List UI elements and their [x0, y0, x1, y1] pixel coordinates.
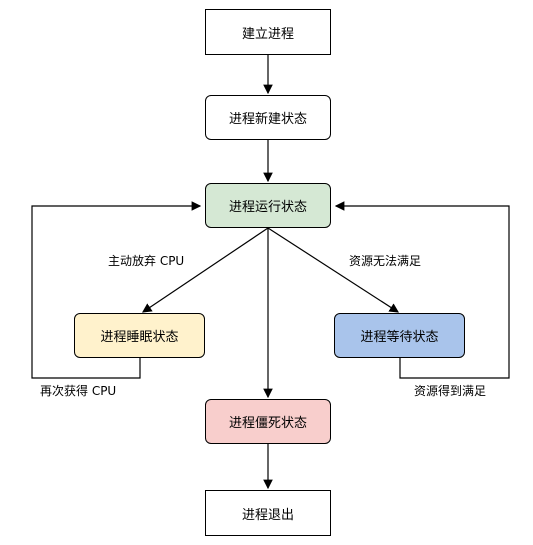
node-running-state-label: 进程运行状态	[228, 200, 307, 215]
node-waiting-state-label: 进程等待状态	[360, 330, 439, 345]
node-new-state-label: 进程新建状态	[228, 112, 307, 127]
edge-label-resource-available: 资源得到满足	[414, 384, 487, 398]
node-waiting-state: 进程等待状态	[334, 313, 465, 358]
node-sleeping-state: 进程睡眠状态	[74, 313, 205, 358]
edge-sleeping-to-running	[31, 201, 202, 379]
node-sleeping-state-label: 进程睡眠状态	[100, 330, 179, 345]
node-running-state: 进程运行状态	[205, 183, 331, 228]
node-zombie-state: 进程僵死状态	[205, 399, 331, 444]
edge-waiting-to-running	[334, 201, 510, 379]
edge-label-regain-cpu: 再次获得 CPU	[40, 384, 117, 398]
node-create-process: 建立进程	[205, 9, 331, 55]
edge-label-yield-cpu: 主动放弃 CPU	[108, 254, 185, 268]
node-create-process-label: 建立进程	[241, 26, 294, 42]
edge-label-resource-unavailable: 资源无法满足	[349, 254, 422, 268]
edge-running-to-sleeping	[142, 227, 269, 313]
node-exit-process-label: 进程退出	[241, 507, 294, 523]
node-new-state: 进程新建状态	[205, 95, 331, 140]
node-zombie-state-label: 进程僵死状态	[228, 416, 307, 431]
edge-running-to-waiting	[267, 227, 400, 313]
node-exit-process: 进程退出	[205, 490, 331, 536]
